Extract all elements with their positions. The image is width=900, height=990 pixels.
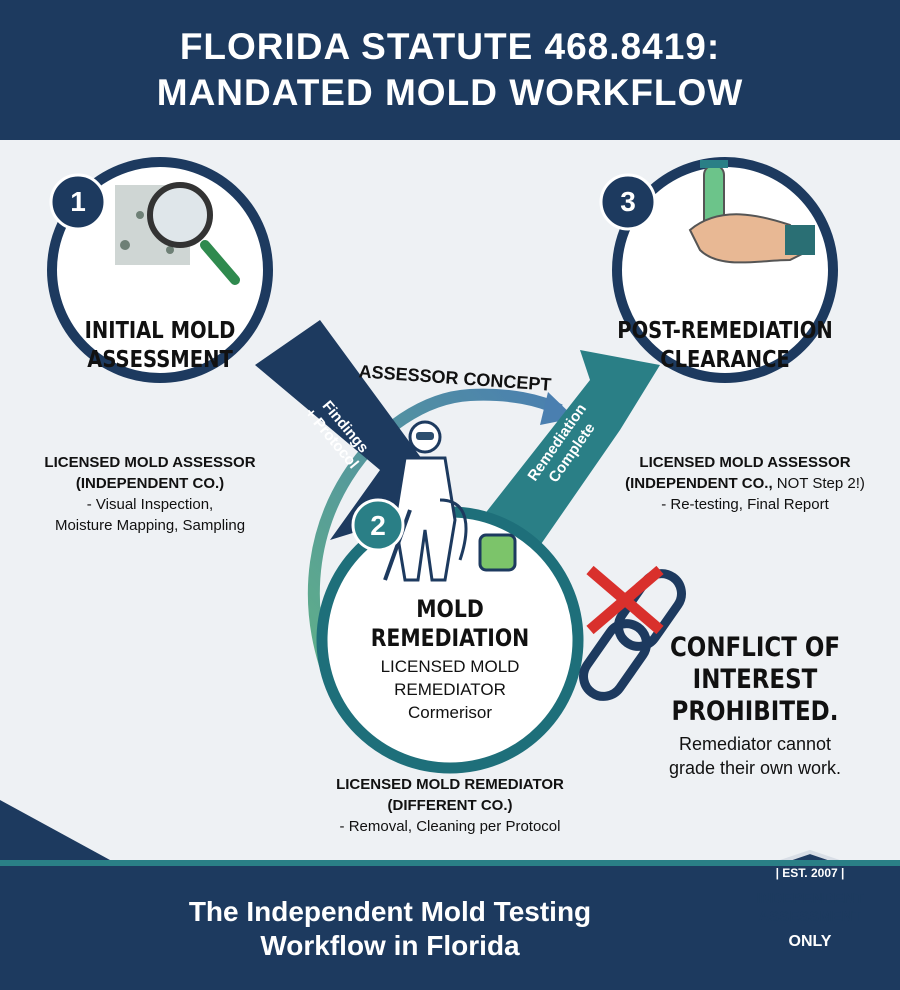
- detail-line: - Visual Inspection,: [86, 496, 214, 513]
- role-line: (INDEPENDENT CO.): [75, 475, 225, 492]
- step-3-number: 3: [620, 186, 636, 217]
- badge-label: INDEPENDENT ASSESSMENT: [735, 890, 885, 926]
- title-line: INITIAL MOLD: [84, 318, 236, 344]
- role-line: LICENSED MOLD ASSESSOR: [44, 454, 256, 471]
- conflict-line: PROHIBITED.: [671, 696, 839, 727]
- subtitle-line: LICENSED MOLD: [380, 657, 520, 676]
- magnifier-icon: [115, 182, 240, 285]
- subtitle-line: Cormerisor: [407, 703, 493, 722]
- corner-decoration: [0, 800, 110, 860]
- title-line: CLEARANCE: [660, 347, 790, 373]
- title-line-1: FLORIDA STATUTE 468.8419:: [179, 26, 721, 67]
- findings-arrow: [255, 320, 430, 540]
- note-line: Remediator cannot: [678, 734, 832, 754]
- conflict-of-interest: CONFLICT OF INTEREST PROHIBITED. Remedia…: [640, 632, 870, 780]
- footer-band: [0, 860, 900, 990]
- detail-line: Moisture Mapping, Sampling: [54, 517, 246, 534]
- role-line: (DIFFERENT CO.): [387, 797, 513, 814]
- note-line: grade their own work.: [668, 758, 842, 778]
- step-1-circle: [47, 157, 273, 383]
- title-line: REMEDIATION: [370, 624, 530, 652]
- title-line-2: MANDATED MOLD WORKFLOW: [156, 72, 744, 113]
- title-line: POST-REMEDIATION: [617, 318, 833, 344]
- page-title: FLORIDA STATUTE 468.8419: MANDATED MOLD …: [0, 0, 900, 140]
- title-line: ASSESSMENT: [87, 347, 233, 373]
- broken-chain-icon: [579, 565, 686, 701]
- step-3-title: POST-REMEDIATION CLEARANCE: [615, 317, 836, 375]
- role-note: NOT Step 2!): [772, 475, 865, 492]
- title-line: MOLD: [416, 595, 484, 623]
- step-2-subtitle: LICENSED MOLD REMEDIATOR Cormerisor: [340, 655, 560, 724]
- detail-line: - Re-testing, Final Report: [661, 496, 829, 513]
- footer-line: Workflow in Florida: [260, 930, 520, 961]
- remediation-complete-arrow: [480, 350, 660, 560]
- assessor-concept-arc: [308, 388, 563, 667]
- step-3-description: LICENSED MOLD ASSESSOR (INDEPENDENT CO.,…: [610, 452, 880, 515]
- footer-line: The Independent Mold Testing: [188, 896, 592, 927]
- step-2-title: MOLD REMEDIATION: [357, 595, 544, 653]
- subtitle-line: REMEDIATOR: [394, 680, 506, 699]
- conflict-line: CONFLICT OF: [669, 632, 841, 663]
- step-1-description: LICENSED MOLD ASSESSOR (INDEPENDENT CO.)…: [20, 452, 280, 536]
- detail-line: - Removal, Cleaning per Protocol: [339, 818, 561, 835]
- badge-only: ONLY: [788, 933, 832, 950]
- step-1-badge: [49, 173, 107, 231]
- step-2-number: 2: [370, 510, 386, 541]
- step-1-number: 1: [70, 186, 86, 217]
- step-3-badge: [599, 173, 657, 231]
- badge-line: INDEPENDENT: [756, 890, 864, 907]
- badge-est: | EST. 2007 |: [775, 866, 845, 880]
- hazmat-worker-icon: [383, 420, 517, 582]
- role-line: (INDEPENDENT CO.,: [625, 475, 773, 492]
- role-line: LICENSED MOLD REMEDIATOR: [336, 776, 564, 793]
- step-1-title: INITIAL MOLD ASSESSMENT: [67, 317, 254, 375]
- step-2-description: LICENSED MOLD REMEDIATOR (DIFFERENT CO.)…: [300, 774, 600, 837]
- badge-line: ASSESSMENT: [758, 908, 862, 925]
- footer-title: The Independent Mold Testing Workflow in…: [150, 895, 630, 963]
- step-2-badge: [351, 498, 405, 552]
- conflict-note: Remediator cannot grade their own work.: [640, 732, 870, 780]
- test-tube-icon: [688, 160, 815, 264]
- conflict-heading: CONFLICT OF INTEREST PROHIBITED.: [657, 632, 853, 728]
- role-line: LICENSED MOLD ASSESSOR: [639, 454, 851, 471]
- conflict-line: INTEREST: [692, 664, 818, 695]
